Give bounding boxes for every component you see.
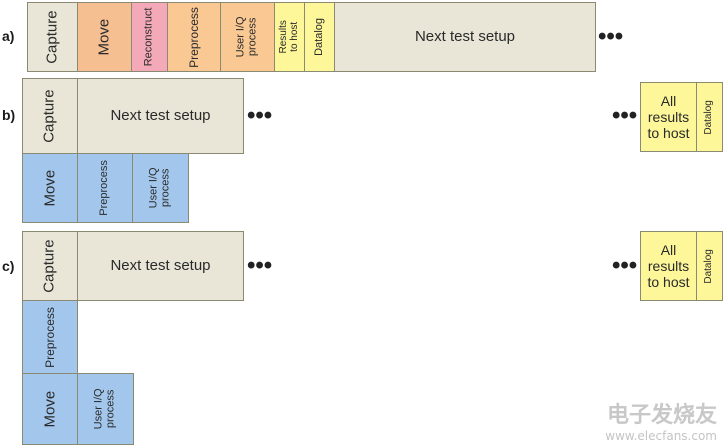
datalog-block: Datalog (696, 82, 723, 152)
capture-label: Capture (40, 89, 58, 143)
next-test-setup-block: Next test setup (77, 231, 244, 301)
move-block: Move (22, 373, 78, 445)
next-test-setup-label: Next test setup (414, 28, 516, 46)
preprocess-label: Preprocess (186, 6, 201, 68)
user-iq-process-block: User I/Q process (220, 2, 275, 72)
move-label: Move (40, 390, 58, 428)
continuation-dots: ••• (612, 102, 638, 129)
user-iq-process-label: User I/Q process (234, 16, 259, 58)
row-label-c: c) (2, 258, 15, 274)
continuation-dots: ••• (612, 252, 638, 279)
preprocess-block: Preprocess (167, 2, 221, 72)
move-block: Move (22, 153, 78, 223)
results-to-host-label: Results to host (277, 20, 300, 54)
all-results-to-host-block: All results to host (640, 82, 697, 152)
next-test-setup-block: Next test setup (77, 78, 244, 154)
row-label-a: a) (2, 28, 15, 44)
next-test-setup-label: Next test setup (110, 107, 211, 125)
preprocess-block: Preprocess (22, 300, 78, 374)
reconstruct-label: Reconstruct (142, 7, 155, 67)
all-results-to-host-label: All results to host (647, 241, 690, 291)
next-test-setup-block: Next test setup (334, 2, 596, 72)
datalog-label: Datalog (703, 99, 715, 135)
preprocess-label: Preprocess (42, 306, 57, 368)
continuation-dots: ••• (598, 23, 624, 50)
datalog-label: Datalog (703, 248, 715, 284)
results-to-host-block: Results to host (274, 2, 305, 72)
datalog-block: Datalog (696, 231, 723, 301)
capture-label: Capture (43, 10, 61, 64)
continuation-dots: ••• (247, 102, 273, 129)
move-block: Move (77, 2, 132, 72)
capture-block: Capture (27, 2, 78, 72)
user-iq-process-label: User I/Q process (92, 388, 117, 430)
user-iq-process-label: User I/Q process (147, 167, 172, 209)
capture-block: Capture (22, 78, 78, 154)
user-iq-process-block: User I/Q process (132, 153, 189, 223)
capture-block: Capture (22, 231, 78, 301)
all-results-to-host-label: All results to host (647, 92, 690, 142)
next-test-setup-label: Next test setup (110, 257, 211, 275)
reconstruct-block: Reconstruct (131, 2, 168, 72)
datalog-label: Datalog (312, 18, 325, 56)
preprocess-block: Preprocess (77, 153, 133, 223)
datalog-block: Datalog (304, 2, 335, 72)
move-label: Move (40, 169, 58, 207)
preprocess-label: Preprocess (98, 160, 111, 216)
continuation-dots: ••• (247, 252, 273, 279)
user-iq-process-block: User I/Q process (77, 373, 134, 445)
capture-label: Capture (40, 239, 58, 293)
all-results-to-host-block: All results to host (640, 231, 697, 301)
row-label-b: b) (2, 107, 16, 123)
watermark: 电子发烧友 www.elecfans.com (605, 397, 717, 443)
move-label: Move (95, 18, 113, 56)
watermark-url: www.elecfans.com (605, 429, 717, 443)
watermark-logo: 电子发烧友 (606, 403, 717, 428)
